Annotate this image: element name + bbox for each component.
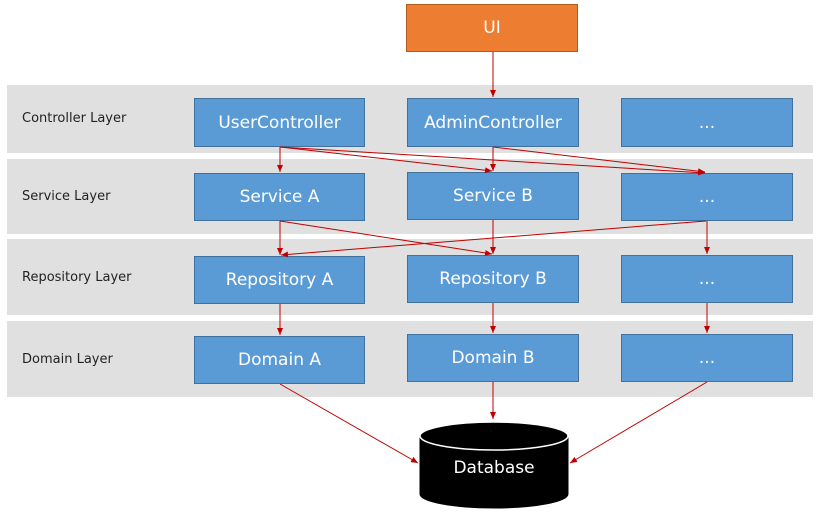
domain-b-node: Domain B [407, 334, 579, 382]
controller-layer-label: Controller Layer [22, 111, 127, 126]
repository-more-node: ... [621, 255, 793, 303]
controller-more-node: ... [621, 98, 793, 147]
admin-controller-node: AdminController [407, 98, 579, 147]
database-cylinder [419, 421, 569, 509]
database-label: Database [453, 458, 535, 478]
repository-layer-label: Repository Layer [22, 270, 132, 285]
domain-a-node: Domain A [194, 336, 365, 384]
service-a-node: Service A [194, 173, 365, 221]
arrow-domain-more-to-database [569, 381, 708, 464]
service-layer-label: Service Layer [22, 189, 111, 204]
service-more-node: ... [621, 173, 793, 221]
repository-a-node: Repository A [194, 256, 365, 304]
arrow-admincontroller-to-service-more [492, 146, 706, 175]
domain-more-node: ... [621, 334, 793, 382]
service-b-node: Service B [407, 172, 579, 220]
arrow-service-a-to-repository-b [279, 220, 493, 256]
domain-layer-label: Domain Layer [22, 352, 113, 367]
user-controller-node: UserController [194, 98, 365, 147]
arrow-service-more-to-repository-a [280, 220, 707, 258]
repository-b-node: Repository B [407, 255, 579, 303]
ui-node: UI [406, 4, 578, 52]
arrow-usercontroller-to-service-b [279, 146, 493, 174]
arrow-domain-a-to-database [279, 383, 419, 464]
